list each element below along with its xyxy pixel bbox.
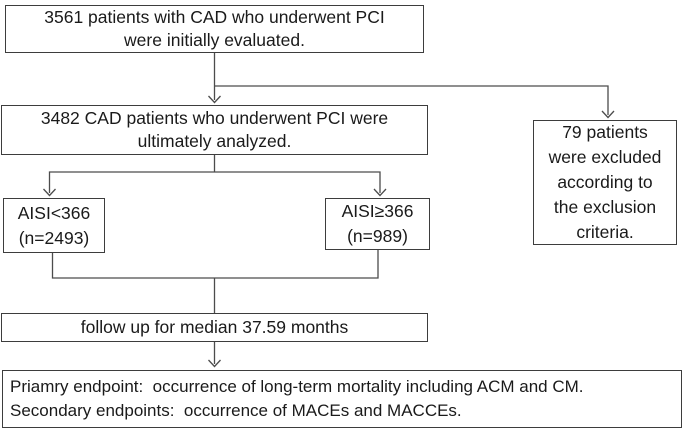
box-ultimately-analyzed-line1: 3482 CAD patients who underwent PCI were [40,108,389,128]
arrowhead-aisi-low [43,188,56,197]
box-ultimately-analyzed: 3482 CAD patients who underwent PCI were… [1,105,428,155]
connector-aisi-merge [51,250,379,279]
arrowhead-aisi-high [373,188,387,197]
arrowhead-analyzed [208,95,221,104]
box-excluded: 79 patients were excluded according to t… [533,120,677,245]
box-aisi-low-line1: AISI<366 [17,202,91,223]
box-excluded-line2: were excluded [548,147,662,167]
arrowhead-excluded [601,110,615,119]
box-excluded-line4: the exclusion [553,197,657,217]
box-initial-evaluated-line2: were initially evaluated. [124,30,305,50]
box-aisi-high: AISI≥366 (n=989) [325,198,430,250]
box-excluded-line1: 79 patients [562,122,648,142]
box-followup: follow up for median 37.59 months [1,313,428,342]
box-aisi-high-line1: AISI≥366 [341,201,414,221]
box-endpoints-line1: Priamry endpoint: occurrence of long-ter… [10,377,584,396]
box-followup-line1: follow up for median 37.59 months [80,317,349,337]
box-excluded-line3: according to [557,172,653,192]
connector-branch-to-excluded [214,85,609,115]
box-aisi-high-line2: (n=989) [347,226,408,246]
box-initial-evaluated-line1: 3561 patients with CAD who underwent PCI [44,7,385,27]
box-endpoints: Priamry endpoint: occurrence of long-ter… [2,370,682,428]
connector-aisi-branch [48,171,381,193]
box-initial-evaluated: 3561 patients with CAD who underwent PCI… [5,5,424,53]
arrowhead-endpoints [208,359,221,368]
box-endpoints-line2: Secondary endpoints: occurrence of MACEs… [10,401,462,420]
box-ultimately-analyzed-line2: ultimately analyzed. [137,131,292,151]
box-aisi-low: AISI<366 (n=2493) [3,198,105,253]
box-aisi-low-line2: (n=2493) [18,227,90,248]
box-excluded-line5: criteria. [576,222,634,242]
